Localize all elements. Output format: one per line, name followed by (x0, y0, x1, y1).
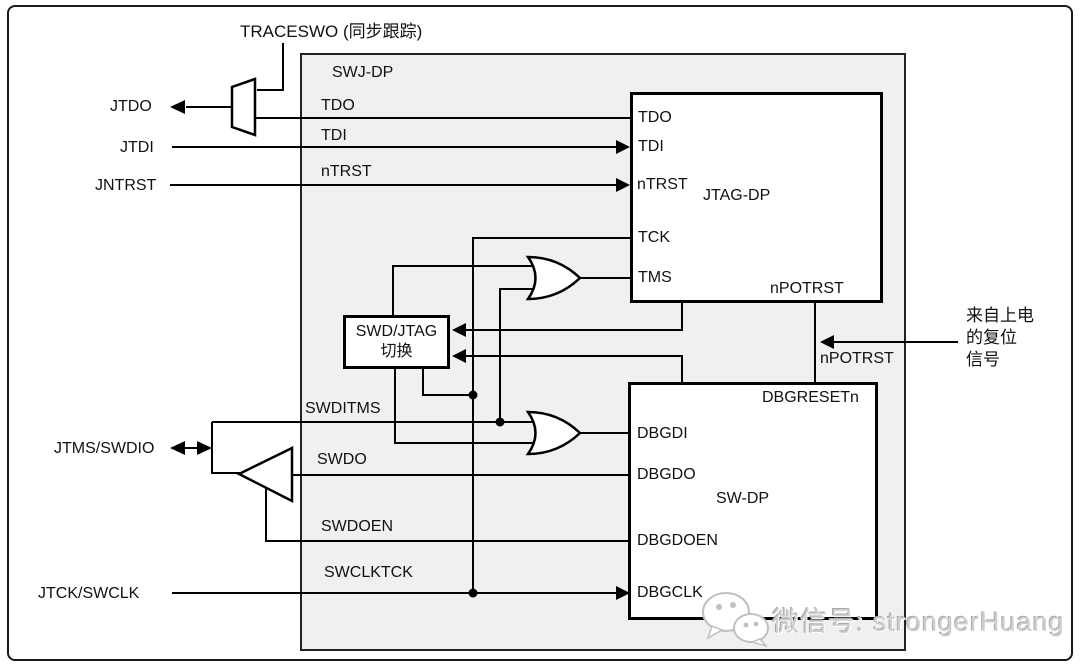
traceswo-label: TRACESWO (同步跟踪) (240, 22, 423, 41)
sig-swditms-label: SWDITMS (305, 400, 381, 417)
sig-swdoen-label: SWDOEN (321, 518, 393, 535)
jtag-dp-title: JTAG-DP (703, 187, 771, 204)
port-dbgclk-label: DBGCLK (637, 584, 703, 601)
sig-tdi-label: TDI (321, 127, 347, 144)
junction-dots (468, 390, 505, 598)
jtag-dp-block (630, 92, 883, 303)
wire-switch-to-or1 (392, 265, 540, 315)
port-dbgdoen-label: DBGDOEN (637, 532, 718, 549)
reset-source-note: 来自上电 的复位 信号 (966, 305, 1034, 371)
reset-note-line1: 来自上电 (966, 306, 1034, 325)
arrow-tdi-icon (616, 140, 630, 154)
port-tdo-label: TDO (638, 109, 672, 126)
jntrst-label: JNTRST (95, 177, 157, 194)
junction-dot (468, 390, 478, 400)
wire-traceswo (257, 43, 284, 91)
arrow-jtdo-icon (170, 100, 185, 114)
jtms-swdio-label: JTMS/SWDIO (54, 440, 155, 457)
swd-jtag-switch-block: SWD/JTAG 切换 (343, 315, 450, 369)
wire-swdp-to-switch (464, 355, 683, 382)
arrowheads (170, 100, 834, 600)
port-dbgdo-label: DBGDO (637, 466, 696, 483)
port-dbgresetn-label: DBGRESETn (762, 389, 859, 406)
wire-switch-to-or2 (394, 369, 540, 444)
switch-label-line1: SWD/JTAG (355, 323, 438, 340)
swj-dp-title: SWJ-DP (332, 64, 394, 81)
sig-swclktck-label: SWCLKTCK (324, 564, 413, 581)
arrow-jtms-left-icon (170, 441, 185, 455)
arrow-ntrst-icon (616, 178, 630, 192)
trace-mux-icon (230, 77, 257, 137)
jtdi-label: JTDI (120, 139, 154, 156)
npotrst-external-label: nPOTRST (820, 350, 894, 367)
port-tck-label: TCK (638, 229, 670, 246)
junction-dot (468, 588, 478, 598)
wire-switch-clock (422, 369, 473, 396)
signal-wires (170, 43, 958, 594)
or-gate-tms-icon (525, 255, 582, 301)
port-npotrst-label: nPOTRST (770, 280, 844, 297)
jtdo-label: JTDO (110, 98, 152, 115)
port-tms-label: TMS (638, 269, 672, 286)
wire-jtagdp-to-switch (464, 303, 683, 331)
sw-dp-title: SW-DP (716, 490, 770, 507)
reset-note-line2: 的复位 (966, 328, 1017, 347)
arrow-switch-input2-icon (452, 349, 466, 363)
wire-pad-outline (211, 422, 240, 474)
sig-ntrst-label: nTRST (321, 163, 372, 180)
wire-swdoen (265, 488, 632, 542)
arrow-jtms-right-icon (197, 441, 212, 455)
arrow-npotrst-icon (820, 335, 834, 349)
logic-symbols (230, 77, 582, 504)
sw-dp-block (628, 382, 878, 620)
sig-tdo-label: TDO (321, 97, 355, 114)
port-ntrst-label: nTRST (637, 176, 688, 193)
or-gate-dbgdi-icon (525, 410, 582, 456)
arrow-dbgclk-icon (616, 586, 630, 600)
port-tdi-label: TDI (638, 138, 664, 155)
wire-swditms-to-or1 (499, 288, 540, 422)
wechat-icon (702, 592, 769, 648)
arrow-switch-input1-icon (452, 323, 466, 337)
port-dbgdi-label: DBGDI (637, 425, 688, 442)
junction-dot (495, 417, 505, 427)
output-buffer-icon (236, 445, 294, 504)
jtck-swclk-label: JTCK/SWCLK (38, 585, 140, 602)
reset-note-line3: 信号 (966, 350, 1000, 369)
watermark-text: 微信号: strongerHuang (772, 607, 1065, 637)
switch-label-line2: 切换 (380, 343, 413, 360)
sig-swdo-label: SWDO (317, 451, 367, 468)
